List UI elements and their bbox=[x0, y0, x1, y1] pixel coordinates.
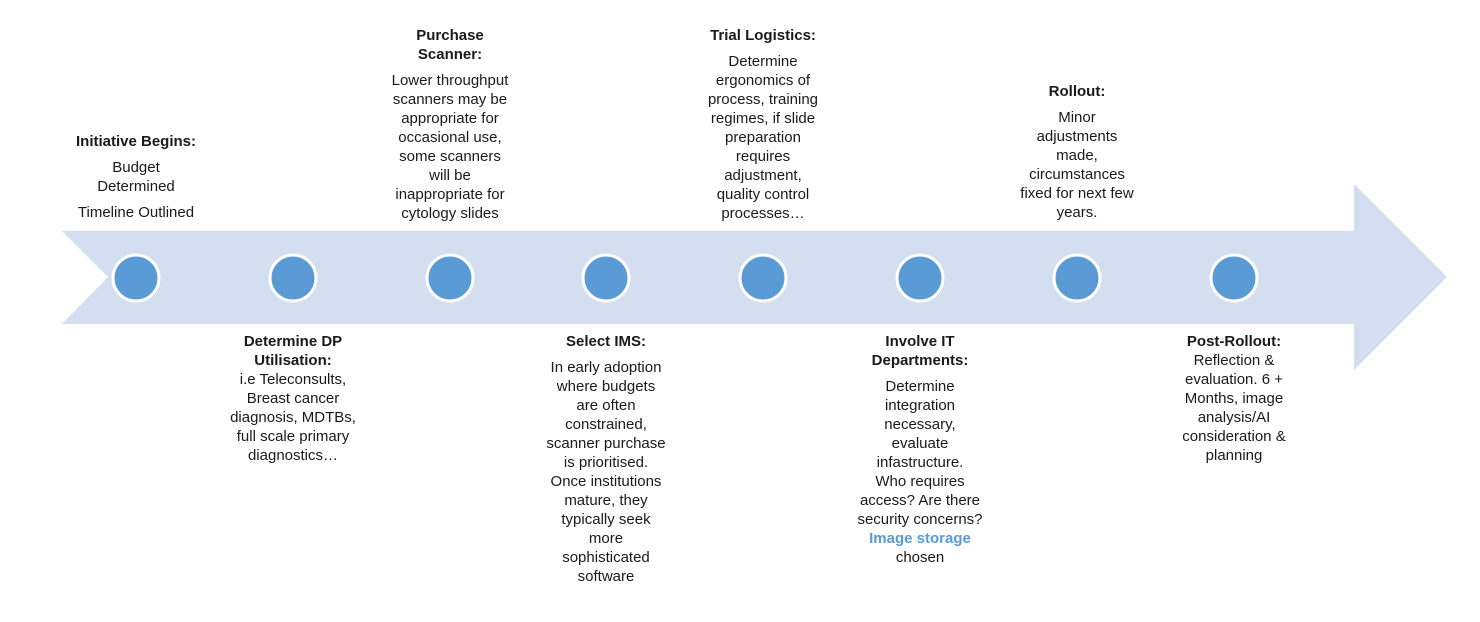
milestone-text: is prioritised. bbox=[563, 454, 649, 471]
milestone-title: Determine DP bbox=[243, 333, 343, 350]
milestone-text: evaluation. 6 + bbox=[1185, 371, 1283, 388]
image-storage-highlight: Image storage bbox=[869, 530, 971, 547]
milestone-dot-3[interactable] bbox=[425, 253, 475, 303]
milestone-title: Trial Logistics: bbox=[710, 27, 816, 44]
milestone-text: Who requires bbox=[875, 473, 965, 490]
milestone-dot-2[interactable] bbox=[268, 253, 318, 303]
milestone-text: software bbox=[577, 568, 635, 585]
milestone-dot-6[interactable] bbox=[895, 253, 945, 303]
milestone-title: Scanner: bbox=[417, 46, 483, 63]
milestone-dot-1[interactable] bbox=[111, 253, 161, 303]
milestone-text: will be bbox=[429, 167, 471, 184]
milestone-text: diagnostics… bbox=[247, 447, 339, 464]
milestone-text: necessary, bbox=[884, 416, 956, 433]
milestone-text: made, bbox=[1056, 147, 1098, 164]
milestone-text: access? Are there bbox=[859, 492, 981, 509]
milestone-text: constrained, bbox=[565, 416, 647, 433]
milestone-text: quality control bbox=[716, 186, 810, 203]
milestone-text: Months, image bbox=[1184, 390, 1284, 407]
milestone-text: security concerns? bbox=[857, 511, 983, 528]
milestone-title: Rollout: bbox=[1048, 83, 1106, 100]
milestone-text: diagnosis, MDTBs, bbox=[230, 409, 356, 426]
milestone-label-purchase-scanner: Purchase Scanner: Lower throughput scann… bbox=[370, 26, 530, 223]
milestone-title: Utilisation: bbox=[254, 352, 332, 369]
milestone-text: some scanners bbox=[399, 148, 501, 165]
milestone-text: chosen bbox=[895, 549, 945, 566]
milestone-text: processes… bbox=[721, 205, 805, 222]
milestone-dot-7[interactable] bbox=[1052, 253, 1102, 303]
milestone-text: scanner purchase bbox=[546, 435, 666, 452]
milestone-text: In early adoption bbox=[550, 359, 662, 376]
milestone-text: years. bbox=[1056, 204, 1098, 221]
milestone-text: ergonomics of bbox=[715, 72, 811, 89]
milestone-text: Breast cancer bbox=[246, 390, 340, 407]
milestone-text: analysis/AI bbox=[1197, 409, 1271, 426]
milestone-text: are often bbox=[576, 397, 636, 414]
milestone-text: appropriate for bbox=[401, 110, 499, 127]
milestone-text: integration bbox=[884, 397, 956, 414]
milestone-text: adjustment, bbox=[724, 167, 802, 184]
milestone-text: mature, they bbox=[564, 492, 648, 509]
milestone-text: Budget bbox=[112, 159, 160, 176]
milestone-label-post-rollout: Post-Rollout: Reflection & evaluation. 6… bbox=[1154, 332, 1314, 465]
milestone-title: Involve IT bbox=[885, 333, 955, 350]
milestone-text: infastructure. bbox=[876, 454, 964, 471]
milestone-label-select-ims: Select IMS: In early adoption where budg… bbox=[526, 332, 686, 586]
milestone-title: Post-Rollout: bbox=[1186, 333, 1282, 350]
milestone-text: occasional use, bbox=[398, 129, 502, 146]
milestone-text: preparation bbox=[725, 129, 801, 146]
milestone-text: Determine bbox=[885, 378, 955, 395]
milestone-text: regimes, if slide bbox=[710, 110, 816, 127]
milestone-dot-8[interactable] bbox=[1209, 253, 1259, 303]
milestone-text: Determined bbox=[97, 178, 175, 195]
milestone-text: consideration & bbox=[1182, 428, 1286, 445]
milestone-dot-5[interactable] bbox=[738, 253, 788, 303]
milestone-text: Determine bbox=[728, 53, 798, 70]
milestone-text: circumstances bbox=[1029, 166, 1125, 183]
milestone-dot-4[interactable] bbox=[581, 253, 631, 303]
milestone-text: Reflection & bbox=[1193, 352, 1275, 369]
milestone-text: Lower throughput bbox=[391, 72, 509, 89]
milestone-title: Select IMS: bbox=[565, 333, 647, 350]
milestone-text: i.e Teleconsults, bbox=[239, 371, 347, 388]
milestone-text: full scale primary bbox=[236, 428, 350, 445]
milestone-text: Minor bbox=[1058, 109, 1096, 126]
milestone-text: scanners may be bbox=[392, 91, 508, 108]
milestone-text: more bbox=[588, 530, 624, 547]
milestone-text: Timeline Outlined bbox=[77, 204, 195, 221]
milestone-text: inappropriate for bbox=[395, 186, 505, 203]
milestone-text: adjustments bbox=[1036, 128, 1118, 145]
milestone-text: fixed for next few bbox=[1020, 185, 1134, 202]
milestone-text: cytology slides bbox=[401, 205, 499, 222]
milestone-text: process, training bbox=[707, 91, 819, 108]
milestone-label-involve-it-departments: Involve IT Departments: Determine integr… bbox=[840, 332, 1000, 567]
milestone-title: Departments: bbox=[871, 352, 969, 369]
milestone-title: Initiative Begins: bbox=[75, 133, 197, 150]
milestone-label-initiative-begins: Initiative Begins: Budget Determined Tim… bbox=[56, 132, 216, 222]
milestone-text: where budgets bbox=[556, 378, 656, 395]
milestone-text: Once institutions bbox=[550, 473, 662, 490]
milestone-text: evaluate bbox=[891, 435, 949, 452]
milestone-text: typically seek bbox=[561, 511, 651, 528]
milestone-label-trial-logistics: Trial Logistics: Determine ergonomics of… bbox=[683, 26, 843, 223]
milestone-text: sophisticated bbox=[562, 549, 650, 566]
milestone-label-determine-dp-utilisation: Determine DP Utilisation: i.e Teleconsul… bbox=[213, 332, 373, 465]
milestone-text: planning bbox=[1205, 447, 1263, 464]
milestone-label-rollout: Rollout: Minor adjustments made, circums… bbox=[997, 82, 1157, 222]
milestone-text: requires bbox=[735, 148, 791, 165]
milestone-title: Purchase bbox=[416, 27, 484, 44]
